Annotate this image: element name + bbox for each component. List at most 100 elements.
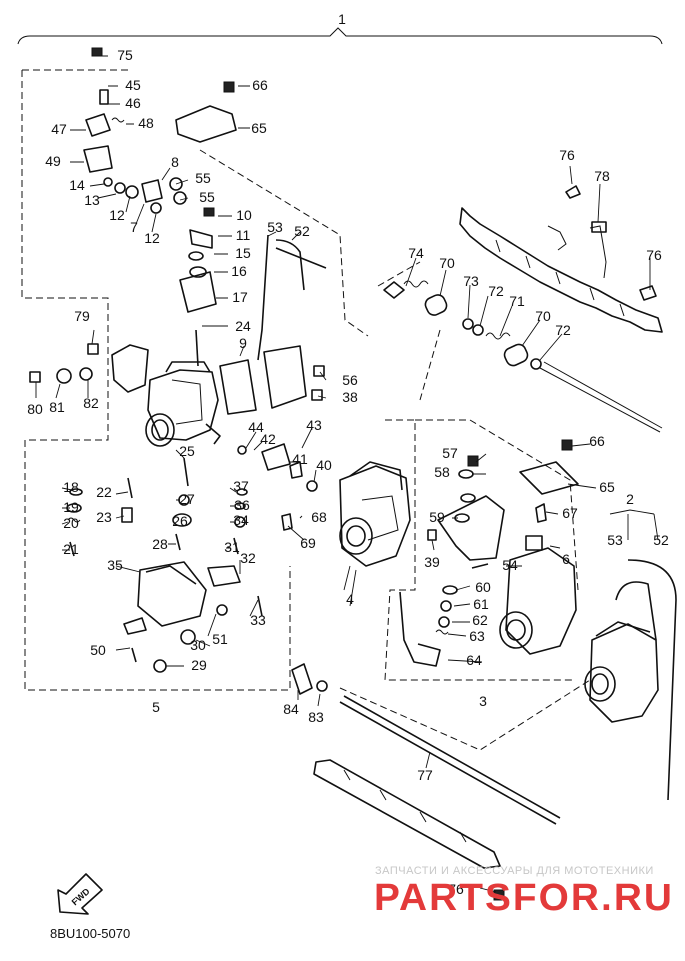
callout-76: 76 bbox=[559, 147, 575, 163]
callout-71: 71 bbox=[509, 293, 525, 309]
watermark-tagline: ЗАПЧАСТИ И АКСЕССУАРЫ ДЛЯ МОТОТЕХНИКИ bbox=[375, 865, 654, 877]
carburetor-3 bbox=[399, 461, 579, 667]
callout-82: 82 bbox=[83, 395, 99, 411]
leader-lines bbox=[35, 55, 659, 893]
callout-40: 40 bbox=[316, 457, 332, 473]
callout-72: 72 bbox=[555, 322, 571, 338]
hoses bbox=[257, 234, 677, 801]
fwd-arrow: FWD bbox=[57, 873, 103, 915]
callout-73: 73 bbox=[463, 273, 479, 289]
callout-81: 81 bbox=[49, 399, 65, 415]
callout-25: 25 bbox=[179, 443, 195, 459]
callout-55: 55 bbox=[199, 189, 215, 205]
callout-70: 70 bbox=[439, 255, 455, 271]
callout-10: 10 bbox=[236, 207, 252, 223]
callout-43: 43 bbox=[306, 417, 322, 433]
assembly-bracket: 1 bbox=[17, 11, 663, 45]
float-bowl bbox=[123, 561, 263, 673]
callout-67: 67 bbox=[562, 505, 578, 521]
callout-80: 80 bbox=[27, 401, 43, 417]
callout-68: 68 bbox=[311, 509, 327, 525]
callout-53: 53 bbox=[607, 532, 623, 548]
callout-76: 76 bbox=[448, 881, 464, 897]
callout-31: 31 bbox=[224, 539, 240, 555]
callout-65: 65 bbox=[251, 120, 267, 136]
callout-44: 44 bbox=[248, 419, 264, 435]
watermark: ЗАПЧАСТИ И АКСЕССУАРЫ ДЛЯ МОТОТЕХНИКИ PA… bbox=[374, 865, 674, 919]
callout-54: 54 bbox=[502, 557, 518, 573]
callout-72: 72 bbox=[488, 283, 504, 299]
callout-19: 19 bbox=[63, 499, 79, 515]
callout-60: 60 bbox=[475, 579, 491, 595]
callout-9: 9 bbox=[239, 335, 247, 351]
sub-label-5: 5 bbox=[152, 699, 160, 715]
callout-27: 27 bbox=[179, 491, 195, 507]
callout-23: 23 bbox=[96, 509, 112, 525]
callout-58: 58 bbox=[434, 464, 450, 480]
callout-55: 55 bbox=[195, 170, 211, 186]
callout-65: 65 bbox=[599, 479, 615, 495]
callout-56: 56 bbox=[342, 372, 358, 388]
callout-64: 64 bbox=[466, 652, 482, 668]
callout-49: 49 bbox=[45, 153, 61, 169]
callout-30: 30 bbox=[190, 637, 206, 653]
callout-76: 76 bbox=[646, 247, 662, 263]
callout-79: 79 bbox=[74, 308, 90, 324]
callout-51: 51 bbox=[212, 631, 228, 647]
callout-6: 6 bbox=[562, 551, 570, 567]
callout-66: 66 bbox=[252, 77, 268, 93]
callout-77: 77 bbox=[417, 767, 433, 783]
group-outlines bbox=[21, 69, 591, 751]
callout-78: 78 bbox=[594, 168, 610, 184]
callout-63: 63 bbox=[469, 628, 485, 644]
callout-42: 42 bbox=[260, 431, 276, 447]
sub-label-2: 2 bbox=[626, 491, 634, 507]
callout-47: 47 bbox=[51, 121, 67, 137]
carburetor-2 bbox=[584, 621, 659, 723]
fwd-label: FWD bbox=[70, 886, 92, 907]
callout-48: 48 bbox=[138, 115, 154, 131]
sub-label-4: 4 bbox=[346, 591, 354, 607]
callout-45: 45 bbox=[125, 77, 141, 93]
callout-34: 34 bbox=[233, 512, 249, 528]
callout-75: 75 bbox=[117, 47, 133, 63]
callout-32: 32 bbox=[240, 550, 256, 566]
callout-69: 69 bbox=[300, 535, 316, 551]
callout-61: 61 bbox=[473, 596, 489, 612]
carburetor-4 bbox=[339, 461, 411, 567]
rods bbox=[291, 663, 561, 869]
callout-18: 18 bbox=[63, 479, 79, 495]
callout-62: 62 bbox=[472, 612, 488, 628]
callout-38: 38 bbox=[342, 389, 358, 405]
callout-24: 24 bbox=[235, 318, 251, 334]
callout-83: 83 bbox=[308, 709, 324, 725]
sub-label-3: 3 bbox=[479, 693, 487, 709]
callout-7: 7 bbox=[130, 219, 138, 235]
callout-20: 20 bbox=[63, 515, 79, 531]
callout-29: 29 bbox=[191, 657, 207, 673]
fasteners bbox=[29, 47, 573, 901]
callout-12: 12 bbox=[144, 230, 160, 246]
callout-16: 16 bbox=[231, 263, 247, 279]
callout-50: 50 bbox=[90, 642, 106, 658]
callout-33: 33 bbox=[250, 612, 266, 628]
callout-52: 52 bbox=[294, 223, 310, 239]
callout-8: 8 bbox=[171, 154, 179, 170]
callout-35: 35 bbox=[107, 557, 123, 573]
callout-70: 70 bbox=[535, 308, 551, 324]
sub-assembly-labels: 2 3 4 5 bbox=[152, 491, 634, 715]
callout-74: 74 bbox=[408, 245, 424, 261]
callout-14: 14 bbox=[69, 177, 85, 193]
diagram-code: 8BU100-5070 bbox=[50, 926, 130, 941]
callout-39: 39 bbox=[424, 554, 440, 570]
callout-84: 84 bbox=[283, 701, 299, 717]
callout-41: 41 bbox=[292, 451, 308, 467]
callout-28: 28 bbox=[152, 536, 168, 552]
callout-52: 52 bbox=[653, 532, 669, 548]
callout-15: 15 bbox=[235, 245, 251, 261]
watermark-brand: PARTSFOR.RU bbox=[374, 877, 674, 919]
callout-66: 66 bbox=[589, 433, 605, 449]
